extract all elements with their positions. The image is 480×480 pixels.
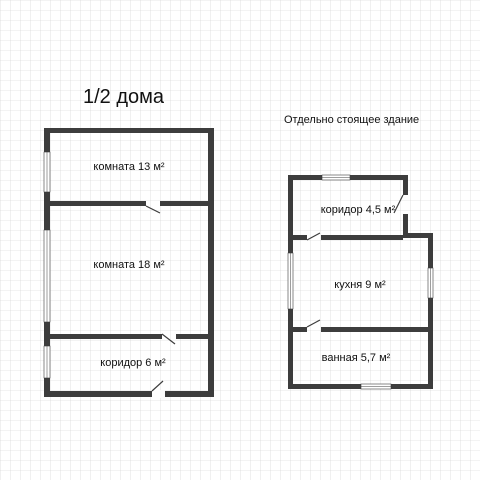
annex-title: Отдельно стоящее здание (284, 114, 419, 126)
label-kitchen-9: кухня 9 м² (334, 279, 386, 291)
annex-wall-right-upper-b (403, 214, 408, 237)
annex-wall-bottom (288, 384, 433, 389)
house-wall-inner-1a (50, 201, 146, 206)
house-entrance-gap (152, 390, 165, 398)
house-wall-inner-1b (160, 201, 208, 206)
door-room13-room18 (145, 205, 161, 214)
house-wall-inner-2b (176, 334, 208, 339)
annex-wall-inner-2a (293, 327, 307, 332)
label-room-18: комната 18 м² (93, 259, 165, 271)
door-corridor-kitchen (306, 232, 321, 241)
house-title: 1/2 дома (83, 86, 165, 108)
house-wall-top (44, 128, 214, 133)
annex-entrance-door (393, 194, 404, 214)
annex-wall-inner-2b (321, 327, 428, 332)
house-plan (43, 128, 214, 398)
label-corridor-45: коридор 4,5 м² (321, 204, 396, 216)
house-wall-inner-2a (50, 334, 162, 339)
house-wall-bottom (44, 391, 214, 397)
label-room-13: комната 13 м² (93, 161, 165, 173)
door-room18-corridor (161, 333, 176, 345)
door-kitchen-bathroom (306, 319, 321, 328)
annex-wall-right-upper-a (403, 175, 408, 195)
house-entrance-door (151, 380, 164, 392)
annex-wall-right (428, 233, 433, 389)
annex-wall-step (403, 233, 433, 238)
label-corridor-6: коридор 6 м² (100, 357, 166, 369)
house-wall-right (208, 128, 214, 397)
annex-wall-inner-1a (293, 235, 307, 240)
annex-plan (287, 174, 434, 390)
annex-wall-inner-1b (321, 235, 403, 240)
label-bathroom-57: ванная 5,7 м² (322, 352, 391, 364)
